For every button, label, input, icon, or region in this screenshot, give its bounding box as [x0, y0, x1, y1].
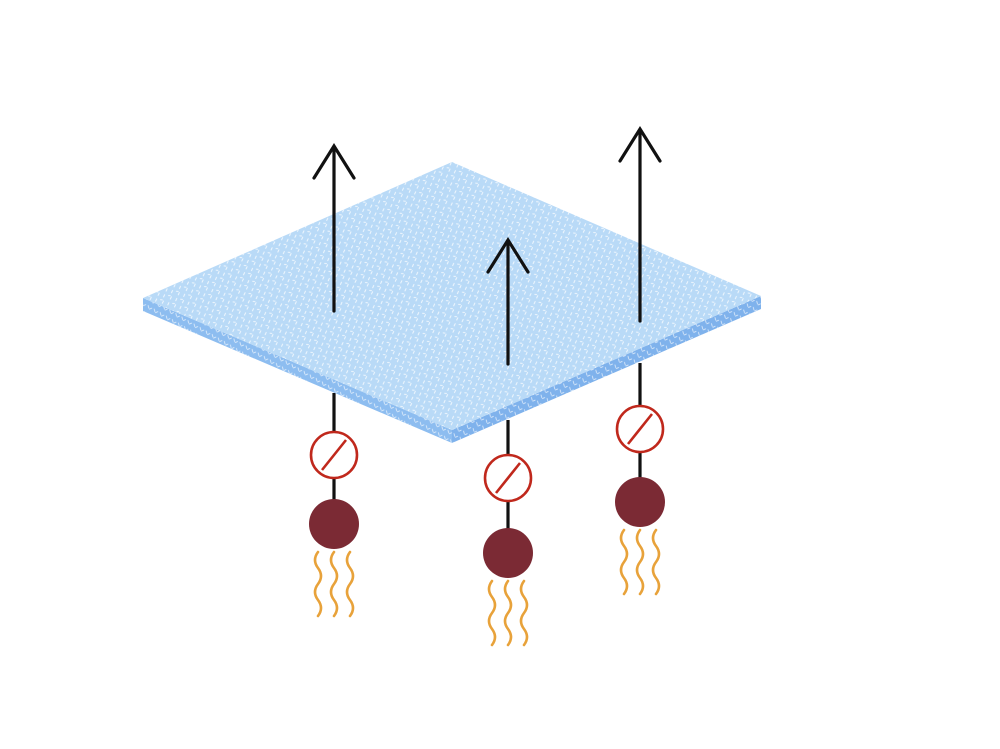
- inhibitor-icon-middle: [483, 453, 533, 503]
- arrow-head-left: [312, 142, 356, 180]
- up-arrow-icon-right: [618, 125, 662, 323]
- tentacle-middle-2: [519, 579, 529, 647]
- up-arrow-icon-middle: [486, 236, 530, 366]
- tentacle-right-2: [651, 528, 661, 596]
- tentacle-middle-1: [503, 579, 513, 647]
- membrane-top-texture: [143, 162, 761, 430]
- arrow-head-right: [618, 125, 662, 163]
- tentacles-icon-left: [313, 550, 355, 618]
- bead-icon-left: [309, 499, 359, 549]
- membrane-slab: [143, 162, 761, 443]
- tentacle-middle-0: [487, 579, 497, 647]
- tentacle-right-1: [635, 528, 645, 596]
- inhibitor-slash-left: [320, 439, 348, 471]
- tentacles-icon-middle: [487, 579, 529, 647]
- arrow-head-middle: [486, 236, 530, 274]
- membrane-side-texture: [452, 296, 761, 443]
- inhibitor-slash-middle: [494, 462, 522, 494]
- bead-icon-middle: [483, 528, 533, 578]
- tentacle-left-1: [329, 550, 339, 618]
- tentacle-left-0: [313, 550, 323, 618]
- bead-icon-right: [615, 477, 665, 527]
- inhibitor-icon-left: [309, 430, 359, 480]
- hanging-assemblies: [309, 404, 665, 647]
- inhibitor-icon-right: [615, 404, 665, 454]
- tentacles-icon-right: [619, 528, 661, 596]
- up-arrows: [312, 125, 662, 366]
- inhibitor-slash-right: [626, 413, 654, 445]
- tentacle-right-0: [619, 528, 629, 596]
- tentacle-left-2: [345, 550, 355, 618]
- membrane-front-texture: [143, 298, 452, 443]
- up-arrow-icon-left: [312, 142, 356, 313]
